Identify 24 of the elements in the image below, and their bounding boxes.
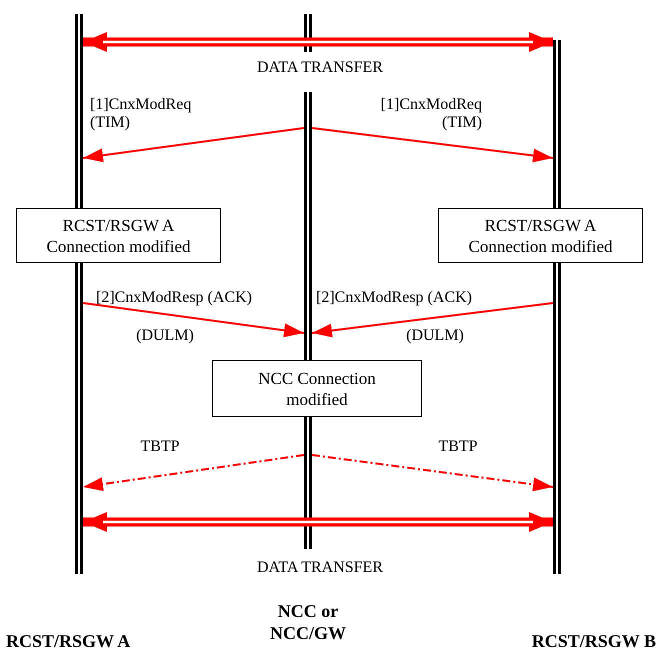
lifeline-label: RCST/RSGW B (532, 631, 656, 651)
edge-label: TBTP (140, 438, 180, 455)
message-label: (DULM) (136, 327, 194, 344)
process-box: RCST/RSGW A Connection modified (438, 208, 643, 263)
lifeline-label: NCC or NCC/GW (270, 601, 346, 643)
arrow (82, 302, 304, 338)
arrow (312, 454, 554, 492)
double-arrow (83, 512, 553, 532)
arrow (82, 454, 304, 492)
double-arrow (83, 32, 553, 52)
edge-label: [1]CnxModReq (TIM) (380, 96, 482, 132)
edge-label: [2]CnxModResp (ACK) (96, 289, 252, 306)
edge-label: [2]CnxModResp (ACK) (316, 289, 472, 306)
edge-label: DATA TRANSFER (256, 59, 383, 76)
edge-label: TBTP (438, 438, 478, 455)
arrow (82, 127, 304, 162)
arrow (312, 127, 554, 162)
process-box: RCST/RSGW A Connection modified (16, 208, 221, 263)
lifeline-label: RCST/RSGW A (6, 631, 130, 651)
message-label: (DULM) (406, 327, 464, 344)
arrow (312, 302, 554, 338)
edge-label: [1]CnxModReq (TIM) (90, 96, 192, 132)
process-box: NCC Connection modified (212, 360, 422, 417)
edge-label: DATA TRANSFER (256, 559, 383, 576)
